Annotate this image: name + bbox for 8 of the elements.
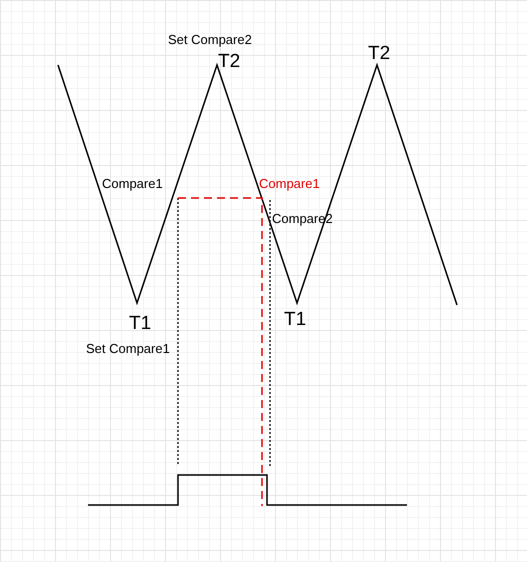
signal-label: Set Compare2 [168, 33, 252, 46]
signal-label: T1 [284, 310, 306, 329]
signal-label: Set Compare1 [86, 342, 170, 355]
signal-label: Compare1 [259, 177, 320, 190]
signal-label: Compare1 [102, 177, 163, 190]
signal-label: T1 [129, 314, 152, 333]
signal-label: T2 [368, 44, 390, 63]
signal-label: T2 [218, 52, 240, 71]
